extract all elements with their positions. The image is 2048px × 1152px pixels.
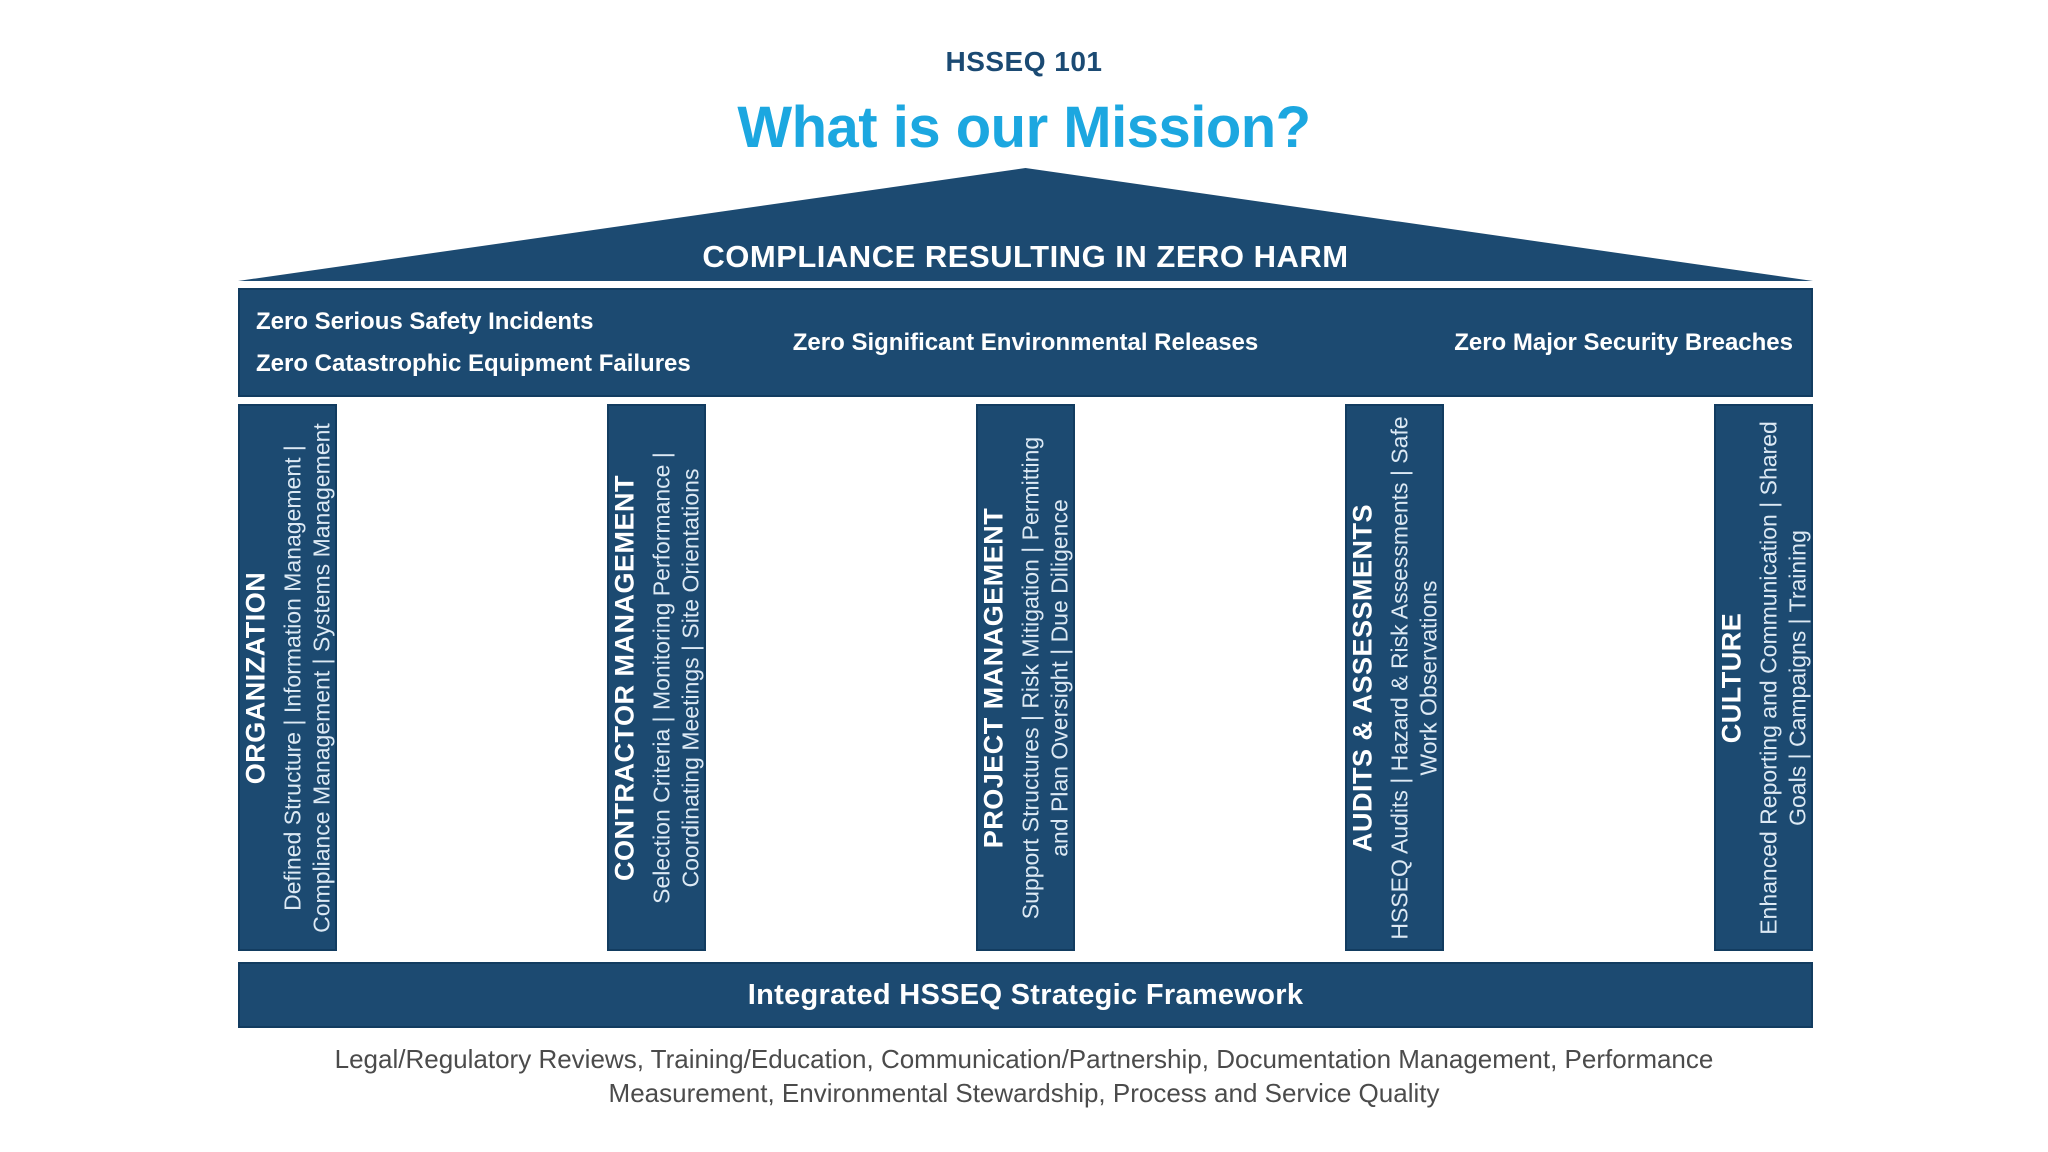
pillar-subtext-line: Defined Structure | Information Manageme… (278, 444, 305, 911)
pillar-subtext-line: Coordinating Meetings | Site Orientation… (676, 468, 703, 887)
goal-equipment-failures: Zero Catastrophic Equipment Failures (256, 349, 691, 377)
pillar-title: CULTURE (1715, 612, 1746, 743)
pillar-contractor-management-content: CONTRACTOR MANAGEMENT Selection Criteria… (607, 404, 706, 951)
eyebrow-title: HSSEQ 101 (945, 46, 1103, 77)
pillar-subtext-line: Selection Criteria | Monitoring Performa… (647, 451, 674, 904)
goal-safety-incidents: Zero Serious Safety Incidents (256, 307, 594, 335)
pillar-audits-assessments: AUDITS & ASSESSMENTS HSSEQ Audits | Haza… (1345, 404, 1444, 951)
pillar-subtext-line: Enhanced Reporting and Communication | S… (1754, 420, 1781, 935)
footer-supporting-elements: Legal/Regulatory Reviews, Training/Educa… (0, 1042, 2048, 1110)
pillar-subtext-line: Support Structures | Risk Mitigation | P… (1016, 436, 1043, 919)
pillar-title: PROJECT MANAGEMENT (977, 507, 1008, 848)
goal-environmental-releases: Zero Significant Environmental Releases (792, 328, 1259, 356)
pillar-contractor-management: CONTRACTOR MANAGEMENT Selection Criteria… (607, 404, 706, 951)
roof-label: COMPLIANCE RESULTING IN ZERO HARM (702, 239, 1349, 274)
pillar-project-management: PROJECT MANAGEMENT Support Structures | … (976, 404, 1075, 951)
pillar-subtext-line: HSSEQ Audits | Hazard & Risk Assessments… (1385, 415, 1412, 940)
roof-triangle: COMPLIANCE RESULTING IN ZERO HARM (238, 168, 1813, 281)
page-title: What is our Mission? (737, 95, 1311, 160)
pillar-audits-assessments-content: AUDITS & ASSESSMENTS HSSEQ Audits | Haza… (1345, 404, 1444, 951)
pillar-culture-content: CULTURE Enhanced Reporting and Communica… (1714, 404, 1813, 951)
pillar-culture: CULTURE Enhanced Reporting and Communica… (1714, 404, 1813, 951)
pillar-subtext: Defined Structure | Information Manageme… (278, 423, 336, 933)
pillars-row: ORGANIZATION Defined Structure | Informa… (238, 404, 1813, 951)
pillar-subtext: Enhanced Reporting and Communication | S… (1754, 421, 1812, 935)
goal-security-breaches: Zero Major Security Breaches (1454, 328, 1793, 356)
pillar-subtext: Support Structures | Risk Mitigation | P… (1016, 436, 1074, 918)
goals-left-group: Zero Serious Safety Incidents Zero Catas… (256, 290, 691, 395)
pillar-project-management-content: PROJECT MANAGEMENT Support Structures | … (976, 404, 1075, 951)
footer-line: Measurement, Environmental Stewardship, … (608, 1078, 1440, 1108)
zero-goals-bar: Zero Serious Safety Incidents Zero Catas… (238, 288, 1813, 397)
pillar-subtext: HSSEQ Audits | Hazard & Risk Assessments… (1385, 416, 1443, 939)
pillar-subtext-line: Work Observations (1414, 579, 1441, 776)
pillar-title: AUDITS & ASSESSMENTS (1346, 503, 1377, 852)
pillar-subtext-line: Goals | Campaigns | Training (1783, 529, 1810, 826)
pillar-title: CONTRACTOR MANAGEMENT (608, 474, 639, 881)
foundation-bar: Integrated HSSEQ Strategic Framework (238, 962, 1813, 1028)
pillar-organization: ORGANIZATION Defined Structure | Informa… (238, 404, 337, 951)
foundation-bar-label: Integrated HSSEQ Strategic Framework (747, 978, 1304, 1011)
footer-line: Legal/Regulatory Reviews, Training/Educa… (334, 1044, 1714, 1074)
pillar-subtext-line: Compliance Management | Systems Manageme… (307, 422, 334, 933)
pillar-subtext-line: and Plan Oversight | Due Diligence (1045, 498, 1072, 857)
pillar-title: ORGANIZATION (239, 571, 270, 784)
pillar-subtext: Selection Criteria | Monitoring Performa… (647, 452, 705, 904)
pillar-organization-content: ORGANIZATION Defined Structure | Informa… (238, 404, 337, 951)
